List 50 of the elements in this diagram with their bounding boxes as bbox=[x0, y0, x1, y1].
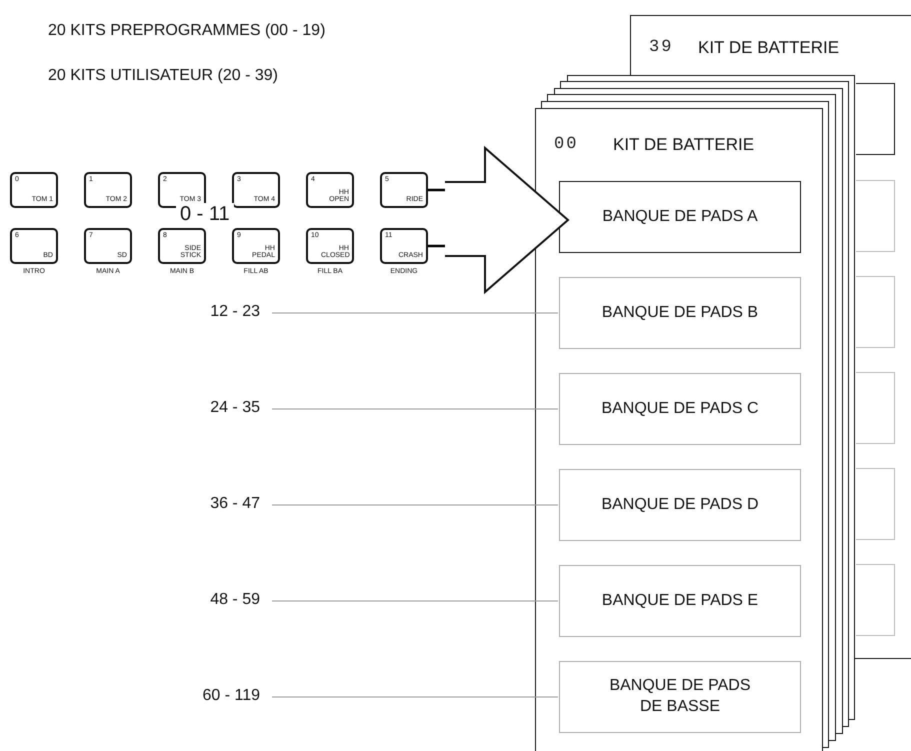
leader-line bbox=[272, 504, 558, 506]
pad-bank-box bbox=[559, 181, 801, 253]
drum-pad bbox=[306, 172, 354, 208]
pad-bank-box bbox=[856, 564, 895, 636]
connector-line bbox=[428, 188, 445, 192]
drum-pad bbox=[232, 172, 280, 208]
user-kits-note: 20 KITS UTILISATEUR (20 - 39) bbox=[48, 67, 278, 85]
preset-kits-note: 20 KITS PREPROGRAMMES (00 - 19) bbox=[48, 22, 326, 40]
pad-bank-box bbox=[559, 469, 801, 541]
note-range-label: 60 - 119 bbox=[150, 687, 260, 707]
connector-line bbox=[428, 244, 445, 248]
note-range-label: 12 - 23 bbox=[150, 303, 260, 323]
pad-bank-box bbox=[856, 180, 895, 252]
drum-pad bbox=[232, 228, 280, 264]
kit-number: 39 bbox=[649, 38, 674, 57]
leader-line bbox=[272, 696, 558, 698]
pad-bank-box bbox=[559, 565, 801, 637]
pad-bank-box bbox=[856, 468, 895, 540]
drum-pad bbox=[10, 228, 58, 264]
bank-label: BANQUE DE PADS A bbox=[602, 206, 758, 227]
note-range-label: 36 - 47 bbox=[150, 495, 260, 515]
note-range-label: 48 - 59 bbox=[150, 591, 260, 611]
drum-pad bbox=[306, 228, 354, 264]
drum-pad bbox=[84, 228, 132, 264]
leader-line bbox=[272, 600, 558, 602]
drum-pad bbox=[84, 172, 132, 208]
bank-label: BANQUE DE PADS E bbox=[602, 590, 758, 611]
bank-label: BANQUE DE PADS C bbox=[601, 398, 759, 419]
kit-page bbox=[535, 108, 823, 751]
pad-bank-box bbox=[559, 373, 801, 445]
bank-label: BANQUE DE PADS D bbox=[601, 494, 759, 515]
bank-label: BANQUE DE PADS DE BASSE bbox=[608, 676, 752, 717]
kit-title: KIT DE BATTERIE bbox=[698, 38, 840, 58]
kit-title: KIT DE BATTERIE bbox=[613, 135, 754, 155]
drum-pad bbox=[380, 228, 428, 264]
kit-page bbox=[630, 15, 911, 75]
drum-pad bbox=[158, 228, 206, 264]
pad-bank-box bbox=[856, 372, 895, 444]
pad-bank-box bbox=[559, 277, 801, 349]
drum-pad bbox=[380, 172, 428, 208]
bank-label: BANQUE DE PADS B bbox=[602, 302, 758, 323]
pad-bank-box bbox=[856, 276, 895, 348]
kit-number: 00 bbox=[554, 135, 578, 154]
pad-bank-box bbox=[856, 83, 895, 155]
note-range-label: 24 - 35 bbox=[150, 399, 260, 419]
leader-line bbox=[272, 408, 558, 410]
pad-bank-box bbox=[559, 661, 801, 733]
drum-pad bbox=[158, 172, 206, 208]
drum-pad bbox=[10, 172, 58, 208]
leader-line bbox=[272, 312, 558, 314]
